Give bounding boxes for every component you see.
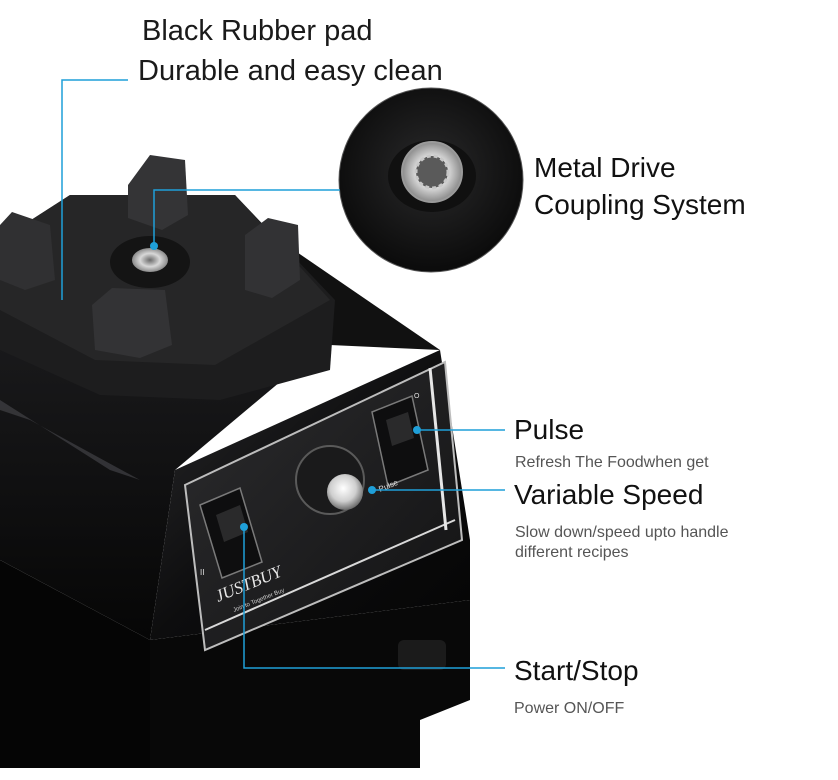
switch-on-mark: O — [414, 393, 420, 400]
panel-silver-trim — [204, 519, 456, 631]
switch-off-mark: II — [200, 568, 204, 577]
pad-grip-front — [92, 288, 172, 358]
start-stop-title: Start/Stop — [514, 655, 639, 686]
start-stop-description: Power ON/OFF — [514, 700, 625, 717]
panel-right-trim — [428, 367, 448, 531]
start-stop-switch[interactable] — [199, 486, 263, 580]
pad-grip-right — [245, 218, 300, 298]
base-front-skirt — [150, 600, 470, 768]
rubber-pad-subtitle: Durable and easy clean — [138, 55, 443, 87]
base-skirt — [0, 560, 150, 768]
zoom-coupling-spline — [414, 154, 450, 190]
metal-drive-title-line2: Coupling System — [534, 189, 746, 220]
coupling-zoom-bubble — [338, 87, 524, 273]
drive-coupling-metal — [132, 248, 168, 272]
variable-speed-description-line2: different recipes — [515, 544, 629, 561]
pulse-description: Refresh The Foodwhen get — [515, 454, 709, 471]
callout-lines — [61, 79, 505, 669]
start-stop-line — [243, 527, 505, 669]
variable-speed-knob[interactable] — [295, 445, 376, 515]
pad-grip-back — [128, 155, 188, 230]
metal-drive-title-line1: Metal Drive — [534, 152, 676, 183]
rubber-pad-title: Black Rubber pad — [142, 15, 373, 47]
rubber-pad — [0, 155, 335, 400]
metal-drive-line — [153, 189, 340, 246]
foot-right — [398, 640, 446, 670]
pulse-title: Pulse — [514, 414, 585, 445]
variable-speed-description-line1: Slow down/speed upto handle — [515, 524, 729, 541]
rubber-pad-line — [61, 79, 128, 300]
variable-speed-title: Variable Speed — [514, 479, 704, 510]
pulse-switch[interactable] — [371, 394, 429, 488]
pad-grip-left — [0, 212, 55, 290]
